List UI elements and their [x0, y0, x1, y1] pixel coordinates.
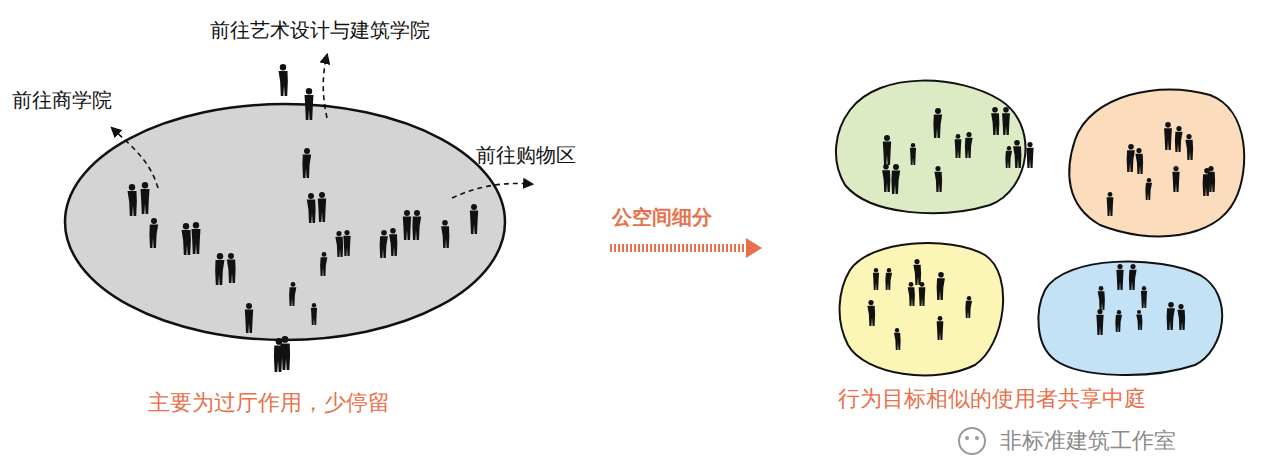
person-silhouette	[1107, 192, 1114, 216]
person-silhouette	[908, 282, 915, 306]
person-silhouette	[1177, 304, 1185, 330]
person-silhouette	[1185, 134, 1193, 160]
person-silhouette	[302, 148, 311, 178]
destination-label: 前往商学院	[12, 88, 112, 112]
person-silhouette	[1115, 310, 1122, 332]
dotted-arrow-head	[746, 238, 762, 258]
person-silhouette	[128, 184, 137, 216]
person-silhouette	[380, 230, 388, 258]
person-silhouette	[910, 143, 916, 165]
person-silhouette	[955, 134, 962, 158]
dashed-arrow	[452, 183, 532, 198]
person-silhouette	[311, 303, 317, 325]
yellow-zone	[840, 243, 1004, 375]
person-silhouette	[919, 282, 926, 306]
hall-ellipse	[65, 104, 505, 340]
person-silhouette	[1026, 142, 1033, 168]
person-silhouette	[894, 328, 901, 350]
person-silhouette	[1005, 146, 1012, 168]
watermark-icon	[959, 428, 985, 454]
dotted-arrow-shaft	[610, 244, 748, 252]
person-silhouette	[318, 192, 326, 222]
person-silhouette	[1096, 309, 1103, 335]
person-silhouette	[1172, 166, 1179, 192]
person-silhouette	[215, 253, 224, 285]
person-silhouette	[1002, 107, 1010, 135]
person-silhouette	[389, 228, 397, 256]
destination-label: 前往艺术设计与建筑学院	[210, 18, 430, 42]
people-group	[128, 64, 1216, 372]
watermark: 非标准建筑工作室	[1000, 428, 1176, 454]
person-silhouette	[1141, 286, 1147, 308]
person-silhouette	[937, 272, 945, 300]
person-silhouette	[1207, 166, 1215, 192]
person-silhouette	[1116, 264, 1123, 290]
person-silhouette	[305, 88, 314, 120]
person-silhouette	[991, 107, 999, 135]
caption: 行为目标相似的使用者共享中庭	[838, 386, 1146, 412]
person-silhouette	[343, 230, 350, 256]
person-silhouette	[883, 135, 891, 165]
person-silhouette	[335, 231, 343, 257]
person-silhouette	[182, 223, 191, 255]
person-silhouette	[1145, 178, 1152, 200]
dashed-arrow	[112, 128, 158, 188]
person-silhouette	[1129, 264, 1137, 290]
person-silhouette	[412, 210, 421, 240]
person-silhouette	[1164, 122, 1172, 150]
person-silhouette	[885, 268, 892, 290]
person-silhouette	[1167, 302, 1175, 330]
person-silhouette	[913, 259, 921, 285]
person-silhouette	[867, 300, 875, 326]
green-zone	[836, 81, 1026, 214]
person-silhouette	[937, 316, 944, 340]
person-silhouette	[227, 253, 236, 283]
arrow-label: 公空间细分	[612, 205, 712, 229]
person-silhouette	[470, 204, 478, 234]
person-silhouette	[307, 193, 316, 223]
person-silhouette	[245, 303, 253, 333]
person-silhouette	[1175, 126, 1183, 152]
orange-zone	[1069, 89, 1244, 236]
person-silhouette	[280, 336, 290, 370]
person-silhouette	[891, 164, 900, 194]
person-silhouette	[279, 64, 288, 96]
person-silhouette	[873, 268, 879, 290]
person-silhouette	[934, 166, 942, 192]
person-silhouette	[882, 164, 890, 192]
person-silhouette	[192, 222, 201, 254]
person-silhouette	[933, 108, 942, 138]
person-silhouette	[1013, 140, 1021, 168]
person-silhouette	[1136, 310, 1142, 330]
person-silhouette	[1135, 148, 1143, 174]
caption: 主要为过厅作用，少停留	[148, 390, 390, 416]
person-silhouette	[149, 218, 158, 248]
person-silhouette	[965, 296, 972, 318]
person-silhouette	[1127, 144, 1135, 172]
blue-zone	[1038, 261, 1222, 375]
person-silhouette	[289, 282, 296, 306]
destination-label: 前往购物区	[476, 143, 576, 167]
person-silhouette	[441, 220, 449, 248]
person-silhouette	[320, 252, 327, 276]
dashed-arrow	[323, 55, 327, 118]
person-silhouette	[1098, 286, 1105, 310]
person-silhouette	[141, 182, 150, 214]
person-silhouette	[403, 210, 411, 240]
person-silhouette	[965, 132, 973, 158]
